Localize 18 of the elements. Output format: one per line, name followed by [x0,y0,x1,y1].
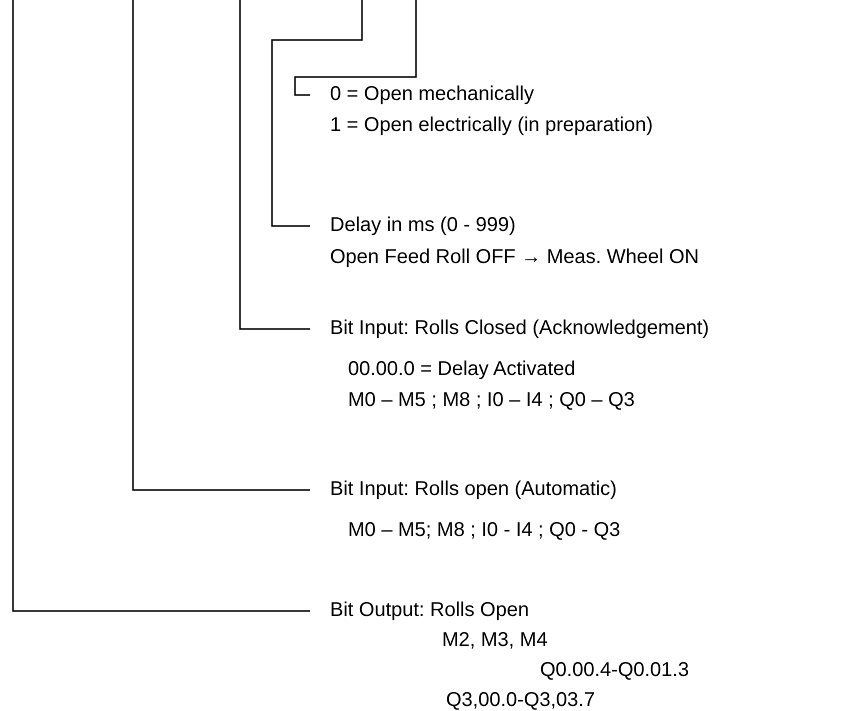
annotation-text: M0 – M5; M8 ; I0 - I4 ; Q0 - Q3 [348,518,620,543]
leader-line [132,0,310,491]
annotation-text: M2, M3, M4 [442,628,548,653]
annotation-text: Open Feed Roll OFF → Meas. Wheel ON [330,245,700,270]
annotation-text: 1 = Open electrically (in preparation) [330,113,653,138]
annotation-text: Delay in ms (0 - 999) [330,213,516,238]
annotation-text: M0 – M5 ; M8 ; I0 – I4 ; Q0 – Q3 [348,388,635,413]
annotation-text: Bit Input: Rolls open (Automatic) [330,477,617,502]
annotation-text: Bit Output: Rolls Open [330,598,529,623]
annotation-text: Q0.00.4-Q0.01.3 [540,658,689,683]
leader-line [271,0,363,227]
annotation-text: Q3,00.0-Q3,03.7 [446,688,595,711]
leader-line [12,0,310,612]
leader-line [239,0,310,330]
annotation-text: 00.00.0 = Delay Activated [348,357,576,382]
annotation-text: 0 = Open mechanically [330,82,534,107]
annotation-text: Bit Input: Rolls Closed (Acknowledgement) [330,316,710,341]
leader-line [294,0,417,96]
